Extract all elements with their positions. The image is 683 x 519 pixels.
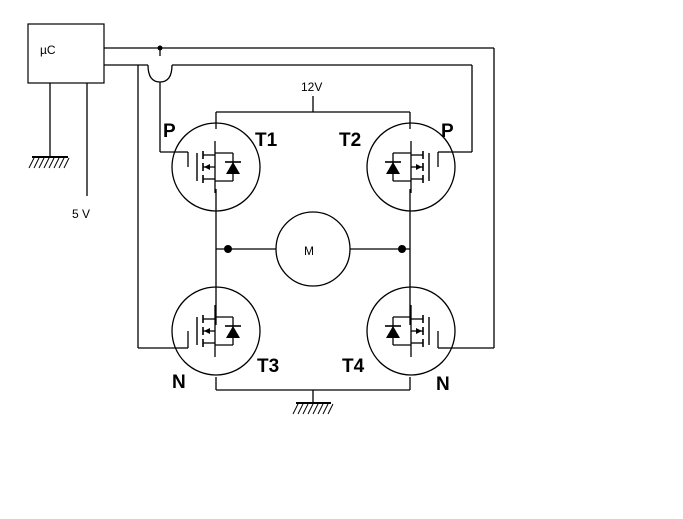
bridge-ground-symbol — [292, 402, 334, 415]
supply-voltage-label: 12V — [301, 80, 322, 94]
t2-name-label: T2 — [339, 130, 361, 151]
transistor-t2: P T2 — [339, 121, 456, 212]
t3-type-label: N — [172, 372, 186, 393]
t3-name-label: T3 — [257, 356, 279, 377]
control-wires — [104, 45, 495, 349]
bridge-rails: 12V — [215, 80, 411, 402]
logic-voltage-label: 5 V — [72, 207, 90, 221]
transistor-t1: P T1 — [163, 121, 278, 212]
t4-name-label: T4 — [342, 356, 365, 377]
transistor-t3: N T3 — [171, 286, 279, 393]
motor: M — [216, 211, 410, 287]
t2-type-label: P — [441, 121, 454, 142]
t1-name-label: T1 — [255, 130, 278, 151]
microcontroller-block: µC — [27, 23, 105, 84]
microcontroller-label: µC — [40, 43, 56, 57]
t1-type-label: P — [163, 121, 176, 142]
mcu-ground-symbol — [28, 83, 70, 169]
logic-supply-line: 5 V — [72, 83, 90, 221]
motor-label: M — [304, 244, 314, 258]
t4-type-label: N — [436, 374, 450, 395]
transistor-t4: N T4 — [342, 286, 456, 395]
